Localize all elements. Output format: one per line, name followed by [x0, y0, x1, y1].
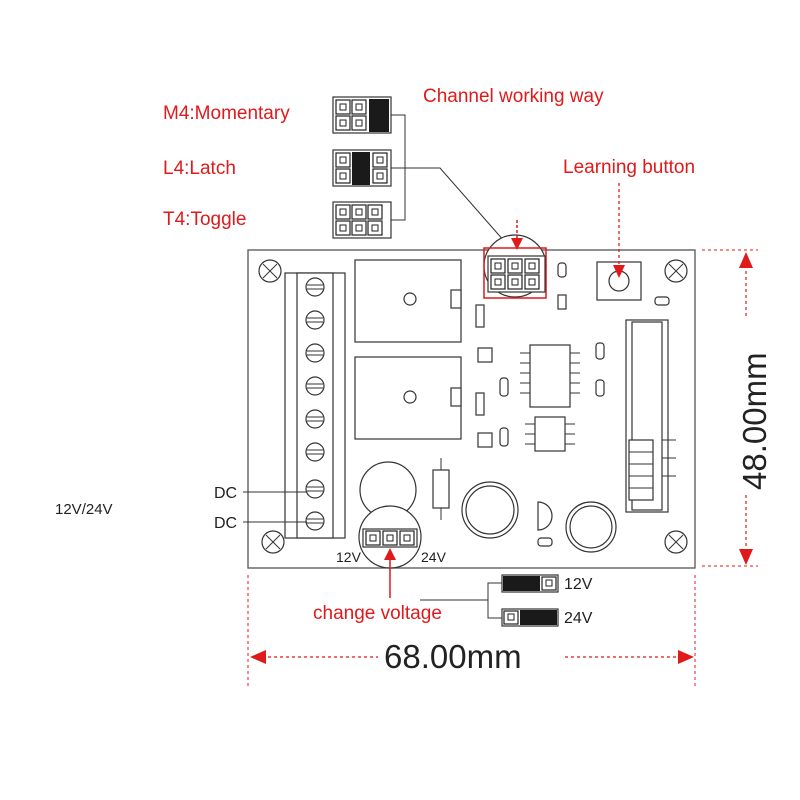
- dc-wires: [243, 491, 307, 523]
- channel-working-way-label: Channel working way: [423, 86, 604, 107]
- voltage-option-24v: [501, 608, 559, 627]
- voltage-option-bracket: [487, 582, 502, 619]
- relay-2: [354, 356, 462, 440]
- jumper-12v-label: 12V: [336, 549, 362, 565]
- jumper-mode-latch: [332, 149, 392, 187]
- width-dimension-label: 68.00mm: [384, 638, 522, 675]
- jumper-24v-label: 24V: [421, 549, 447, 565]
- dc-label-bottom: DC: [214, 515, 237, 532]
- capacitor-3: [565, 501, 617, 553]
- ic-chip-1: [520, 344, 580, 408]
- learning-button-label: Learning button: [563, 157, 695, 178]
- latch-label: L4:Latch: [163, 158, 236, 179]
- height-dimension-label: 48.00mm: [736, 352, 773, 490]
- change-voltage-pointer: [384, 548, 396, 598]
- terminal-block: [284, 272, 346, 539]
- diode: [432, 458, 450, 520]
- momentary-label: M4:Momentary: [163, 103, 290, 124]
- option-12v-label: 12V: [564, 576, 593, 593]
- capacitor-2: [461, 481, 519, 539]
- mode-bracket: [391, 114, 506, 243]
- learning-button-pointer: [613, 183, 625, 278]
- dc-label-top: DC: [214, 485, 237, 502]
- width-dimension: [247, 575, 696, 688]
- height-dimension: [702, 249, 758, 567]
- mounting-screws: [258, 259, 688, 554]
- change-voltage-label: change voltage: [313, 603, 442, 624]
- smd-components: [475, 262, 670, 547]
- relay-1: [354, 259, 462, 343]
- channel-mode-jumper: [483, 220, 547, 299]
- jumper-mode-momentary: [332, 96, 392, 134]
- ic-chip-2: [525, 416, 575, 452]
- voltage-select-jumper: [358, 505, 422, 569]
- jumper-mode-toggle: [332, 201, 392, 239]
- side-connector: [625, 319, 676, 513]
- transistor: [537, 501, 553, 531]
- power-input-label: 12V/24V: [55, 501, 113, 518]
- voltage-option-12v: [501, 574, 559, 593]
- toggle-label: T4:Toggle: [163, 209, 246, 230]
- option-24v-label: 24V: [564, 610, 593, 627]
